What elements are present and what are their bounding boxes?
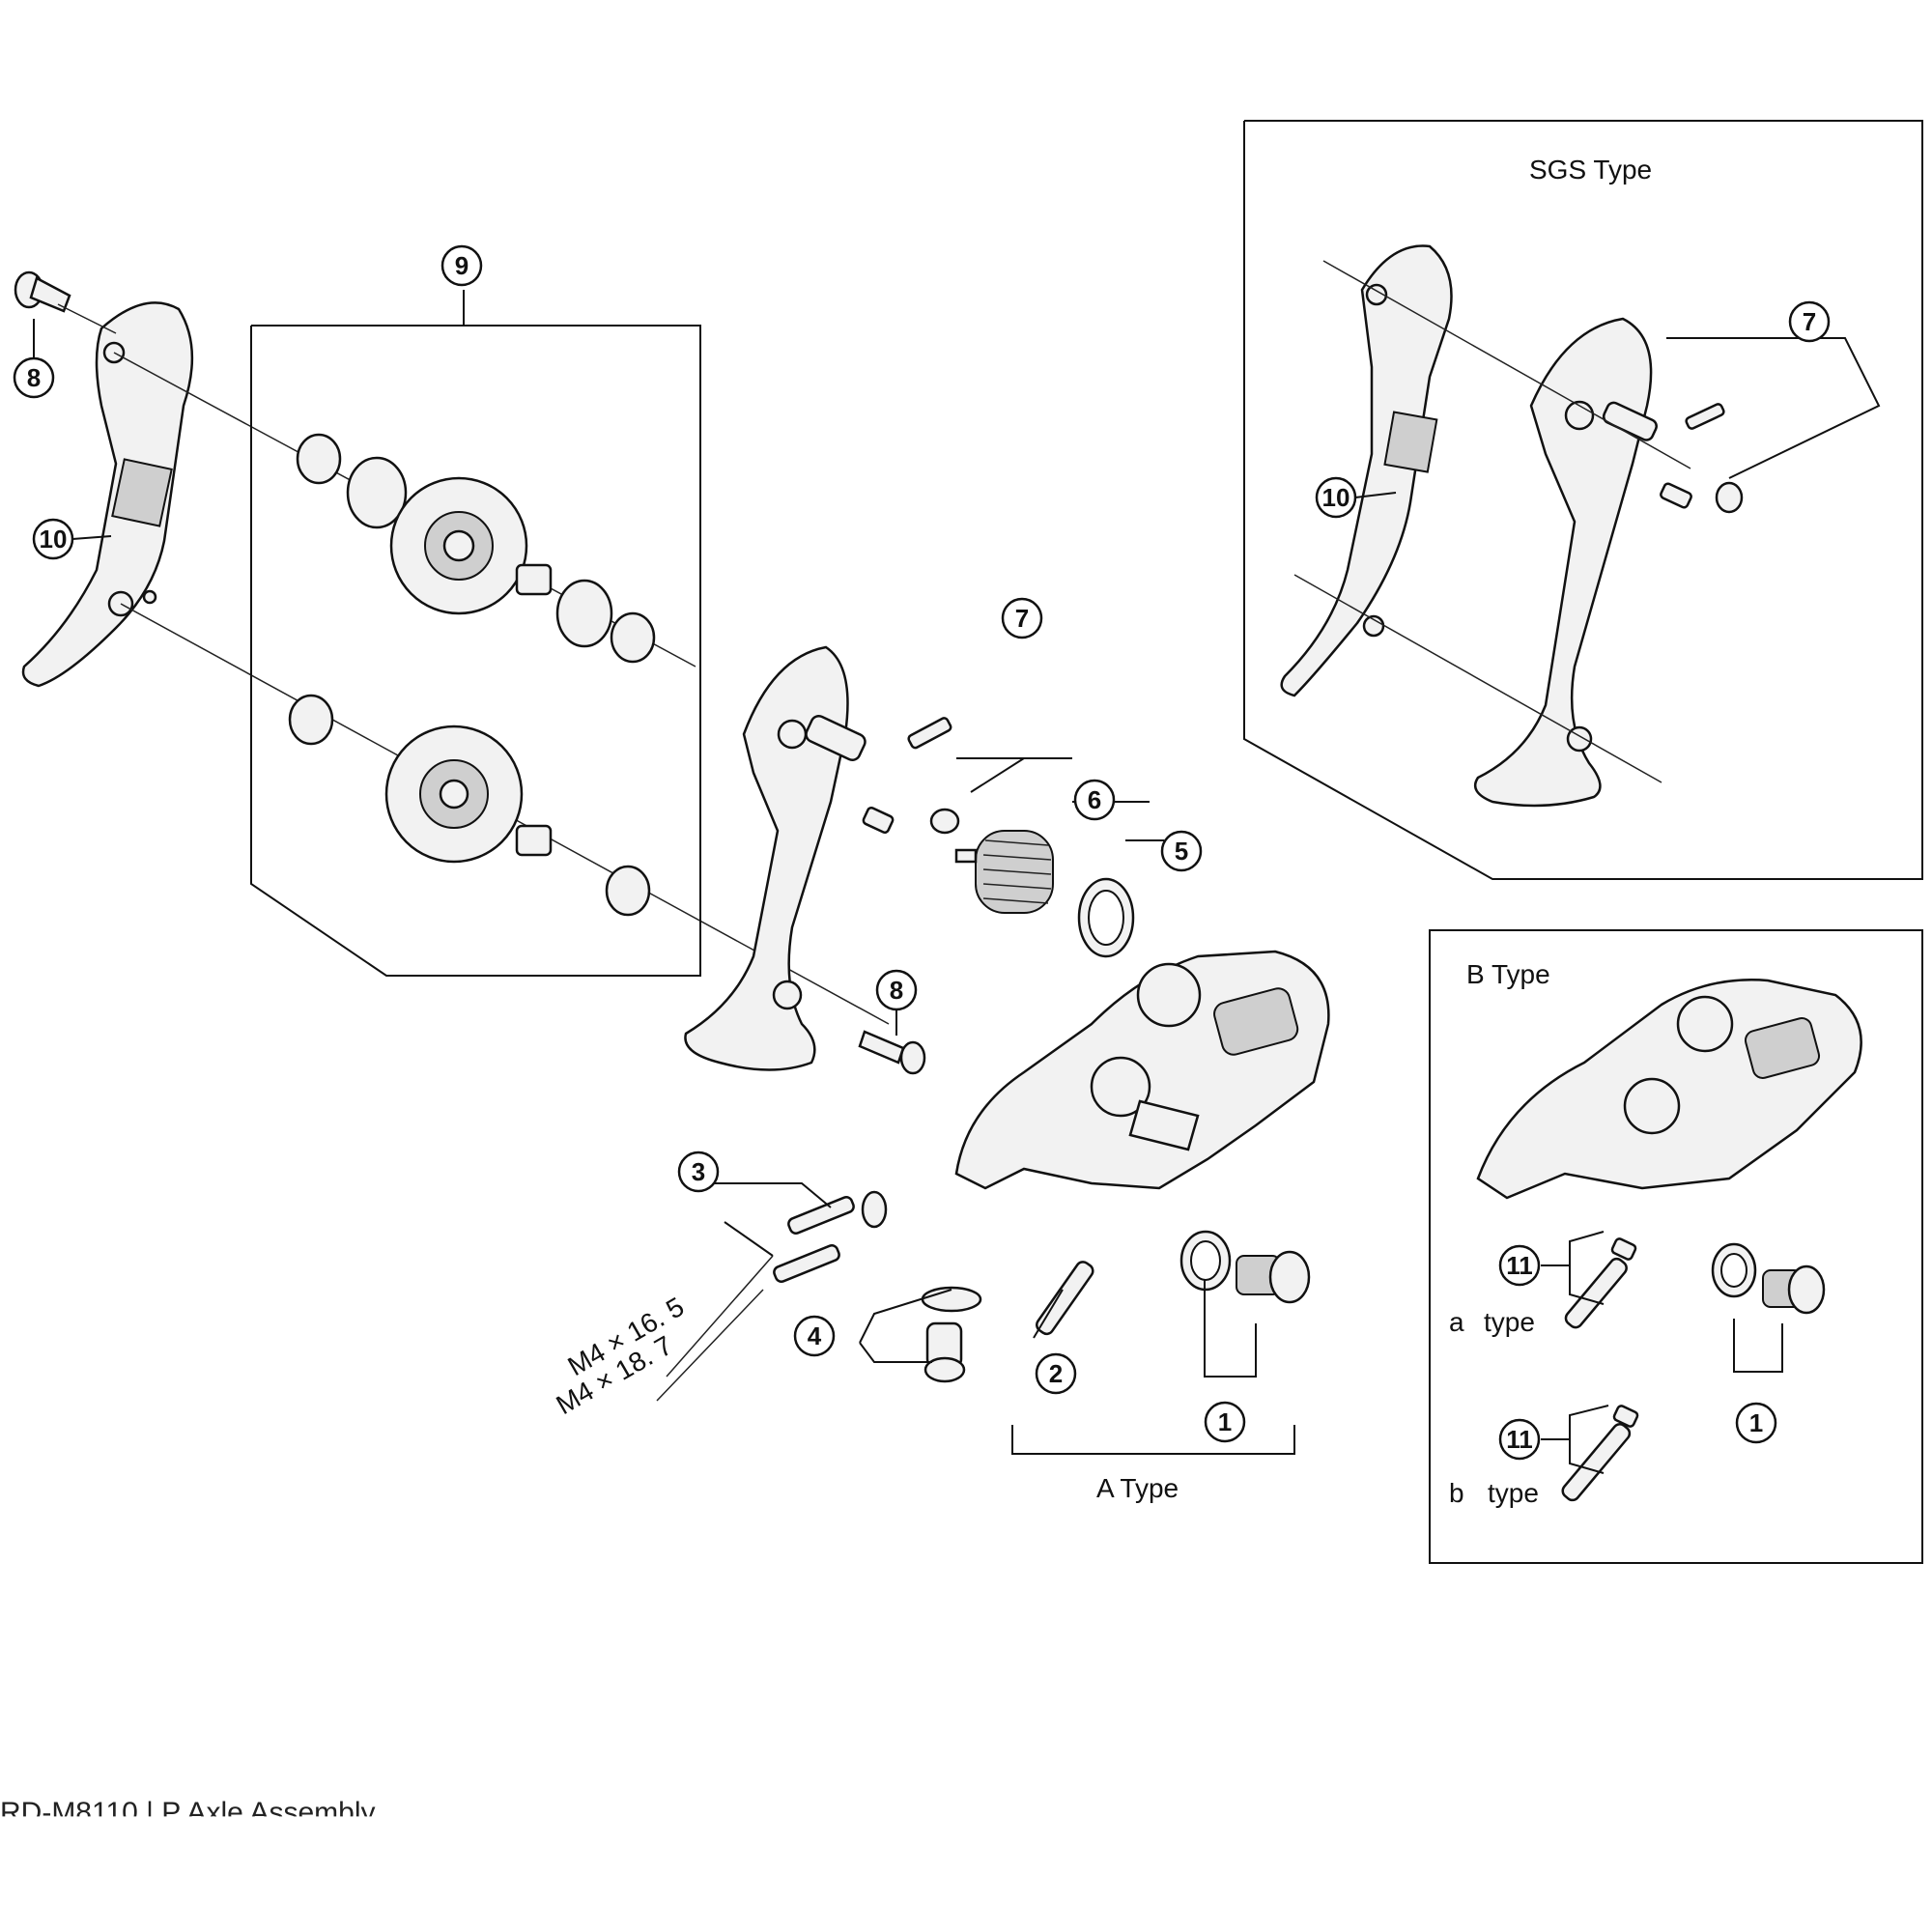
bolt-1-a-type-icon bbox=[1179, 1230, 1311, 1304]
callout-8-left: 8 bbox=[13, 356, 55, 399]
left-cage-plate-icon bbox=[21, 301, 194, 688]
callout-10-sgs-text: 10 bbox=[1322, 483, 1350, 512]
center-cage-plate-icon bbox=[684, 645, 867, 1071]
callout-2-text: 2 bbox=[1049, 1359, 1063, 1388]
axis-line-bolt8 bbox=[57, 303, 117, 334]
washer-5-icon bbox=[1077, 877, 1135, 958]
callout-3-text: 3 bbox=[692, 1157, 705, 1186]
spring-6-icon bbox=[954, 830, 1054, 914]
cable-fixing-4-icon bbox=[921, 1286, 982, 1383]
b-type-box bbox=[1429, 929, 1923, 1564]
cage-pins-7-icon bbox=[862, 717, 960, 835]
callout-11-a: 11 bbox=[1498, 1244, 1541, 1287]
a-type-bracket bbox=[1011, 1425, 1295, 1455]
bolt-8-center-icon bbox=[858, 1030, 926, 1075]
callout-11-a-text: 11 bbox=[1506, 1251, 1533, 1280]
callout-4-text: 4 bbox=[808, 1321, 822, 1350]
callout-11-b-text: 11 bbox=[1506, 1425, 1533, 1454]
callout-1-a-text: 1 bbox=[1218, 1407, 1232, 1436]
derailleur-body-icon bbox=[954, 950, 1330, 1190]
callout-6: 6 bbox=[1073, 779, 1116, 821]
callout-8-left-text: 8 bbox=[27, 363, 41, 392]
callout-10-left-text: 10 bbox=[40, 525, 68, 554]
b-type-screw-a-icon bbox=[1564, 1237, 1637, 1329]
b-type-small-label: type bbox=[1488, 1478, 1539, 1508]
callout-11-b: 11 bbox=[1498, 1418, 1541, 1461]
callout-7-text: 7 bbox=[1015, 604, 1029, 633]
callout-1-b-text: 1 bbox=[1749, 1408, 1763, 1437]
callout-8-center: 8 bbox=[875, 969, 918, 1011]
a-type-label: A Type bbox=[1096, 1473, 1179, 1503]
b-letter-label: b bbox=[1449, 1478, 1464, 1508]
lower-pulley-assembly bbox=[288, 694, 651, 917]
callout-1-b: 1 bbox=[1735, 1402, 1777, 1444]
callout-9-text: 9 bbox=[455, 251, 469, 280]
callout-9: 9 bbox=[440, 244, 483, 287]
a-letter-label: a bbox=[1449, 1307, 1464, 1337]
sgs-type-label: SGS Type bbox=[1529, 155, 1652, 185]
b-type-body-icon bbox=[1476, 979, 1862, 1200]
page-footer: RD-M8110 | P Axle Assembly bbox=[0, 1797, 376, 1829]
callout-6-text: 6 bbox=[1088, 785, 1101, 814]
sgs-cage-left-icon bbox=[1280, 244, 1453, 697]
callout-10-sgs: 10 bbox=[1315, 476, 1357, 519]
callout-7-sgs: 7 bbox=[1788, 300, 1831, 343]
b-type-bolt-1-icon bbox=[1711, 1242, 1826, 1315]
callout-5-text: 5 bbox=[1175, 837, 1188, 866]
callout-2: 2 bbox=[1035, 1352, 1077, 1395]
callout-7-sgs-text: 7 bbox=[1803, 307, 1816, 336]
callout-3: 3 bbox=[677, 1151, 720, 1193]
screws-3-icon bbox=[773, 1190, 888, 1283]
sgs-cage-right-icon bbox=[1473, 317, 1744, 808]
callout-4: 4 bbox=[793, 1315, 836, 1357]
screw-2-icon bbox=[1036, 1261, 1094, 1336]
callout-1-a: 1 bbox=[1204, 1401, 1246, 1443]
pulley-group-box bbox=[250, 325, 701, 977]
callout-7: 7 bbox=[1001, 597, 1043, 639]
bolt-8-left-icon bbox=[14, 270, 71, 313]
callout-5: 5 bbox=[1160, 830, 1203, 872]
b-type-screw-b-icon bbox=[1561, 1405, 1639, 1502]
callout-8-center-text: 8 bbox=[890, 976, 903, 1005]
sgs-type-box bbox=[1243, 120, 1923, 880]
b-type-label: B Type bbox=[1466, 959, 1550, 989]
a-type-small-label: type bbox=[1484, 1307, 1535, 1337]
callout-10-left: 10 bbox=[32, 518, 74, 560]
upper-pulley-assembly bbox=[296, 433, 656, 664]
